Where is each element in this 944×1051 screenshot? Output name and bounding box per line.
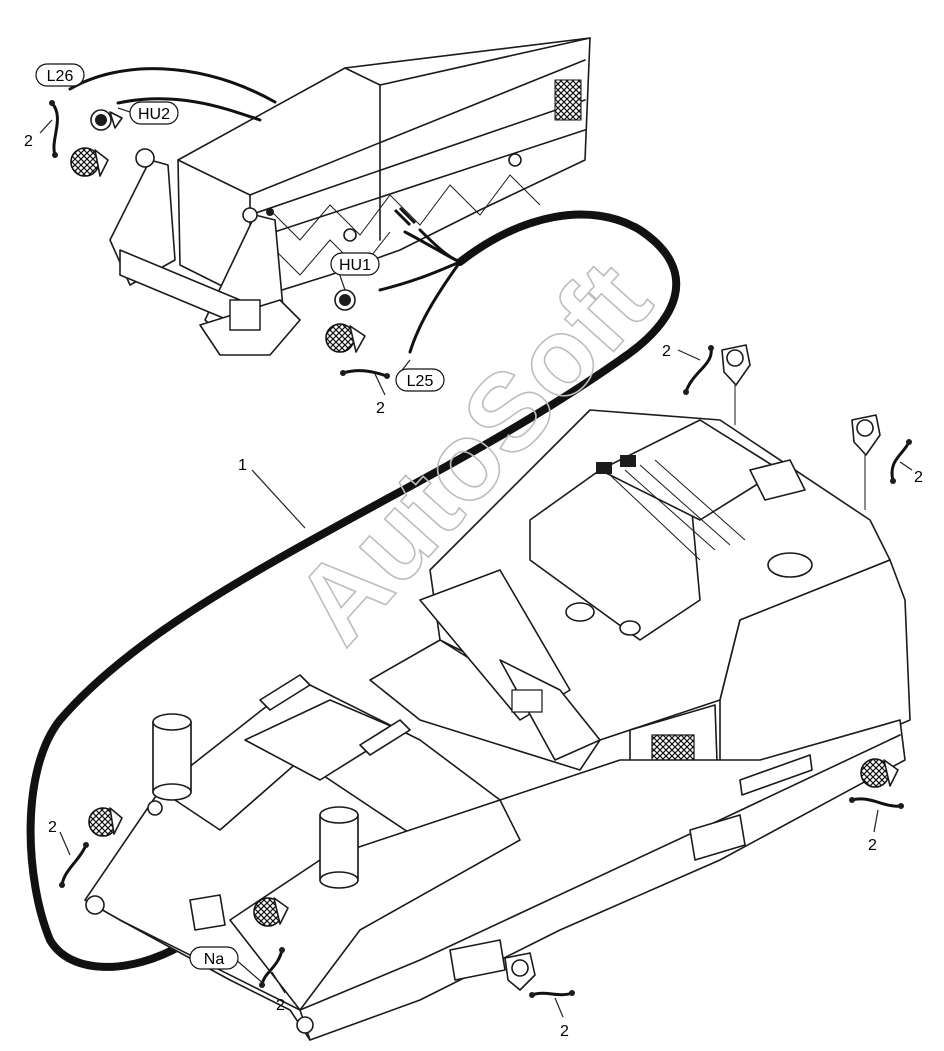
jumper-cable-top-center [684,346,713,394]
lamp-front-mid [253,897,289,927]
jumper-cable-bottom [530,991,574,997]
callout-harness-1: 1 [238,457,247,474]
main-wiring-harness [26,210,681,971]
work-lamp-hu2 [90,109,123,131]
work-lamp-hu1 [334,289,356,311]
connector-tag-hu1-text: HU1 [339,257,371,274]
jumper-cable-top-right [890,440,911,483]
jumper-cable-l25 [341,369,389,378]
wire-l26 [68,67,277,104]
lamp-left-front [88,807,123,837]
machine-chassis-assembly [84,409,911,1041]
connector-tag-hu2: HU2 [129,101,179,125]
jumper-cable-ends [49,100,912,998]
jumper-cable-right [850,797,903,808]
wire-hu1 [378,260,462,292]
callout-jumper-right: 2 [868,837,877,854]
callout-jumper-l25: 2 [376,400,385,417]
jumper-cable-upper-left [50,101,59,157]
callout-jumper-top-center: 2 [662,343,671,360]
connector-tag-hu1: HU1 [330,252,380,276]
lamp-grille-upper-left [70,147,109,177]
lamp-bracket-top-center [721,344,751,425]
connector-tag-l25: L25 [395,368,445,392]
connector-tag-l25-text: L25 [407,373,434,390]
connector-tag-na: Na [189,946,239,970]
callout-jumper-top-right: 2 [914,469,923,486]
connector-tag-l26-text: L26 [47,68,74,85]
connector-tag-hu2-text: HU2 [138,106,170,123]
callout-jumper-front: 2 [276,997,285,1014]
lamp-bracket-bottom [504,952,536,991]
callout-jumper-upper-left: 2 [24,133,33,150]
callout-jumper-left: 2 [48,819,57,836]
lamp-bracket-top-right [851,414,881,510]
jumper-cable-front [260,948,284,987]
lamp-grille-upper-mid [325,323,366,353]
connector-tag-na-text: Na [204,951,225,968]
conveyor-frame-assembly [109,37,591,356]
jumper-cable-left [60,843,88,887]
wire-hu2 [116,97,262,122]
leader-lines [39,75,913,1018]
wire-branch-b [418,228,462,264]
lamp-right-rear [860,758,899,788]
callout-jumper-bottom: 2 [560,1023,569,1040]
connector-tag-l26: L26 [35,63,85,87]
wire-l25 [408,260,462,354]
